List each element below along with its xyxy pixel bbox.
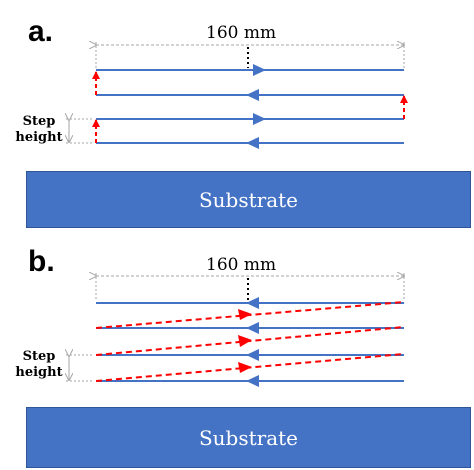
panel-a-letter: a.: [28, 15, 54, 48]
panel-b-pass-4-arrow: [246, 375, 259, 387]
panel-a-dimension-label: 160 mm: [206, 23, 277, 43]
panel-a-pass-1-arrow: [253, 64, 266, 76]
panel-b-return-2-arrow: [238, 335, 252, 347]
panel-a-pass-3-arrow: [253, 113, 266, 125]
panel-b-step-label-line1: Step: [22, 349, 56, 364]
panel-b-return-3-arrow: [238, 362, 252, 373]
panel-b-return-1-arrow: [238, 309, 252, 320]
panel-b-letter: b.: [28, 245, 55, 278]
panel-a-pass-2-arrow: [246, 89, 259, 101]
panel-b-step-height-label: Step height: [14, 349, 64, 381]
panel-a-substrate-label: Substrate: [198, 187, 299, 212]
panel-b-substrate: Substrate: [26, 407, 471, 468]
panel-a-drawing: [66, 42, 408, 149]
panel-a-step-label-line1: Step: [22, 114, 56, 129]
panel-a-step-height-label: Step height: [14, 114, 64, 146]
panel-b-pass-1-arrow: [246, 297, 259, 309]
panel-b-substrate-label: Substrate: [198, 425, 299, 450]
panel-b-dimension-label: 160 mm: [206, 255, 277, 275]
panel-a-pass-4-arrow: [246, 137, 259, 149]
panel-b-pass-3-arrow: [246, 349, 259, 361]
panel-a-substrate: Substrate: [26, 171, 471, 228]
panel-b-drawing: [66, 273, 404, 387]
panel-b-step-label-line2: height: [15, 365, 63, 380]
panel-a-step-label-line2: height: [15, 130, 63, 145]
panel-b-pass-2-arrow: [246, 322, 259, 334]
